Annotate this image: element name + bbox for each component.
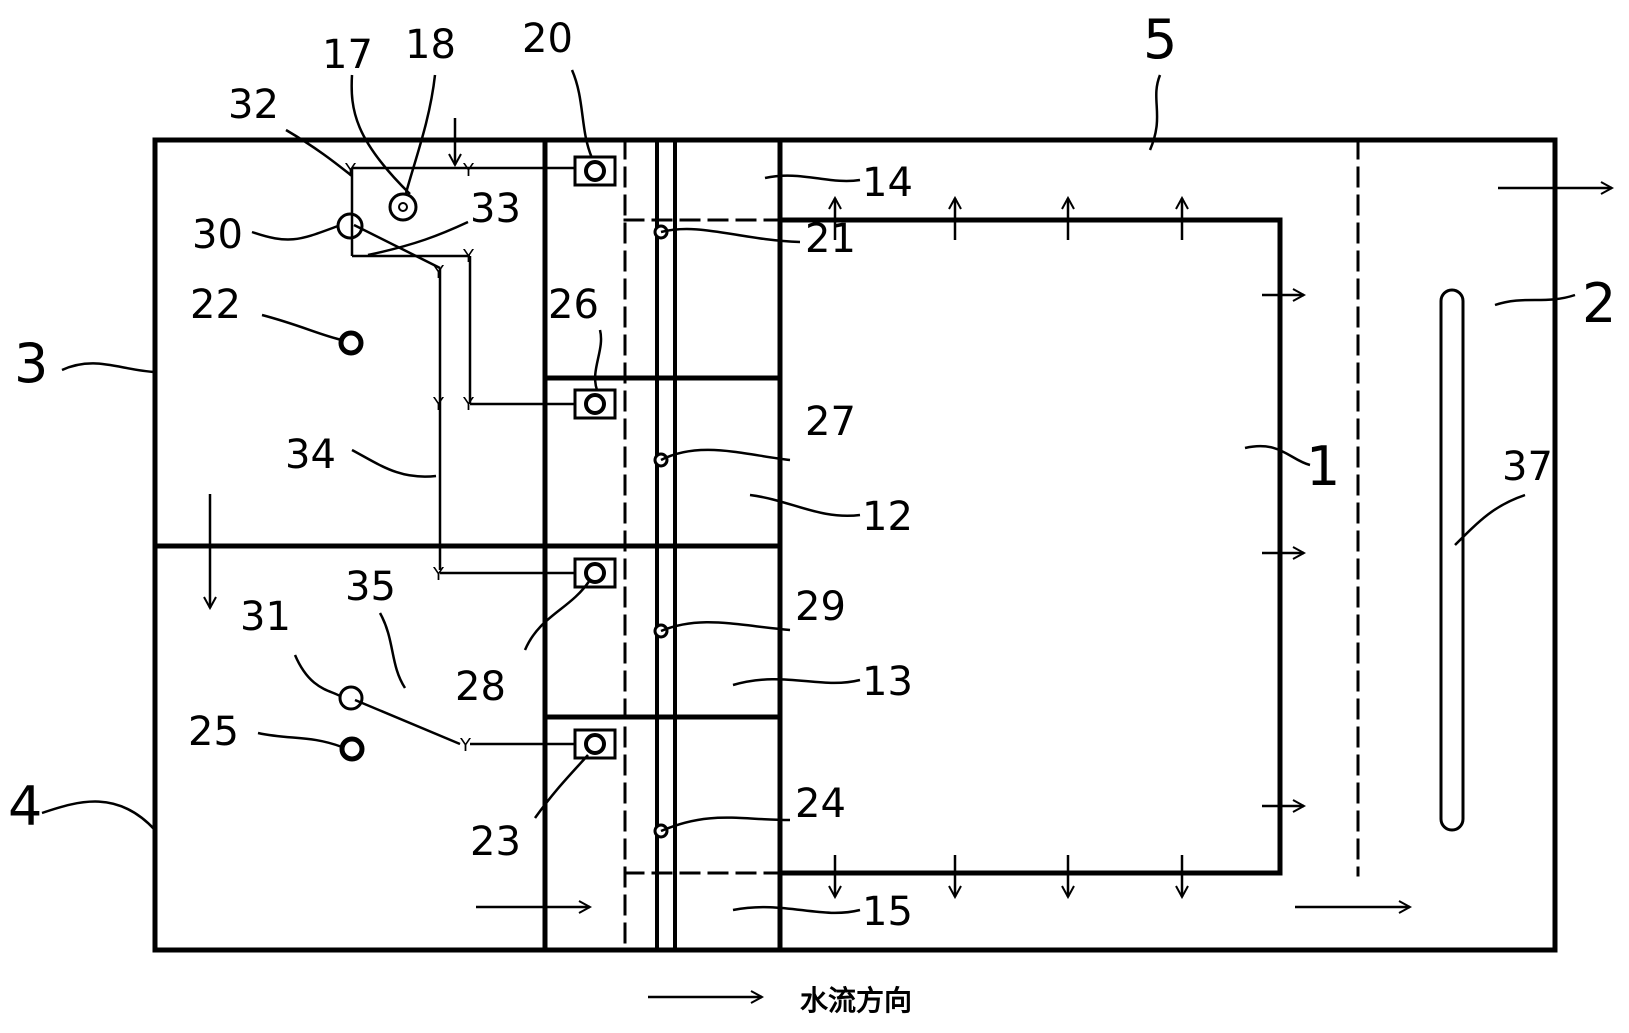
leader-20 [570, 69, 594, 159]
chamber-devices [336, 192, 418, 762]
leader-29 [660, 621, 791, 633]
label-28: 28 [455, 664, 506, 710]
leader-37 [1454, 493, 1526, 546]
leader-3 [61, 362, 156, 374]
label-27: 27 [805, 399, 856, 445]
label-32: 32 [228, 82, 279, 128]
leader-4 [41, 800, 156, 831]
label-4: 4 [8, 775, 42, 838]
device-18 [388, 192, 418, 222]
leader-33 [367, 220, 469, 257]
leader-35 [378, 612, 407, 689]
leader-21 [660, 227, 801, 244]
label-34: 34 [285, 432, 336, 478]
label-2: 2 [1582, 272, 1616, 335]
pump-23 [573, 728, 617, 760]
tap-y-6: Y [462, 394, 475, 415]
leader-30 [251, 224, 339, 241]
pipes [350, 166, 575, 746]
label-24: 24 [795, 781, 846, 827]
label-37: 37 [1502, 444, 1553, 490]
tap-y-4: Y [432, 262, 445, 283]
leader-28 [523, 579, 592, 651]
device-25 [339, 736, 365, 762]
leader-17 [350, 74, 411, 195]
label-30: 30 [192, 212, 243, 258]
leader-2 [1494, 293, 1576, 307]
leader-31 [293, 654, 341, 698]
label-26: 26 [548, 282, 599, 328]
label-15: 15 [862, 889, 913, 935]
leader-23 [533, 754, 589, 819]
leader-18 [404, 74, 437, 194]
label-20: 20 [522, 16, 573, 62]
leader-5 [1148, 74, 1162, 151]
tap-y-5: Y [432, 394, 445, 415]
flow-direction-caption: 水流方向 [800, 984, 912, 1017]
flow-arrows [210, 118, 1612, 997]
leader-lines [41, 69, 1576, 915]
label-22: 22 [190, 282, 241, 328]
label-29: 29 [795, 584, 846, 630]
tap-y-7: Y [432, 564, 445, 585]
tap-y-8: Y [459, 735, 472, 756]
label-25: 25 [188, 709, 239, 755]
leader-24 [660, 816, 791, 833]
label-18: 18 [405, 22, 456, 68]
label-1: 1 [1306, 435, 1340, 498]
pump-20-ring [584, 160, 606, 182]
leader-25 [257, 731, 343, 749]
leader-22 [261, 313, 343, 342]
leader-15 [732, 905, 861, 915]
device-18-core [398, 202, 408, 212]
pump-26 [573, 388, 617, 420]
leader-12 [749, 493, 861, 518]
pump-20 [573, 155, 617, 187]
leader-34 [351, 448, 437, 478]
device-22 [338, 330, 364, 356]
label-14: 14 [862, 160, 913, 206]
label-13: 13 [862, 659, 913, 705]
label-21: 21 [805, 216, 856, 262]
pipe-30 [353, 223, 441, 270]
tap-y-1: Y [344, 160, 357, 181]
label-5: 5 [1143, 8, 1177, 71]
leader-13 [732, 678, 861, 687]
tap-y-2: Y [462, 160, 475, 181]
pump-28 [573, 557, 617, 589]
pumps [573, 155, 617, 760]
pump-28-ring [584, 562, 606, 584]
leader-1 [1244, 445, 1311, 467]
pump-23-ring [584, 733, 606, 755]
label-17: 17 [322, 32, 373, 78]
pump-26-ring [584, 393, 606, 415]
y-taps: Y Y Y Y Y Y Y Y [344, 160, 475, 756]
leader-27 [660, 448, 791, 462]
label-35: 35 [345, 564, 396, 610]
region-1-box [777, 217, 1283, 876]
label-3: 3 [14, 332, 48, 395]
label-23: 23 [470, 819, 521, 865]
pipe-37 [1439, 288, 1465, 832]
label-31: 31 [240, 594, 291, 640]
leader-26 [593, 329, 603, 391]
tap-y-3: Y [462, 246, 475, 267]
number-labels: 3 4 5 2 1 37 14 12 13 15 21 27 29 24 20 … [8, 8, 1616, 935]
leader-32 [285, 128, 353, 177]
pipe-35 [354, 698, 461, 746]
device-31 [338, 685, 364, 711]
label-33: 33 [470, 186, 521, 232]
leader-14 [764, 174, 861, 183]
label-12: 12 [862, 494, 913, 540]
